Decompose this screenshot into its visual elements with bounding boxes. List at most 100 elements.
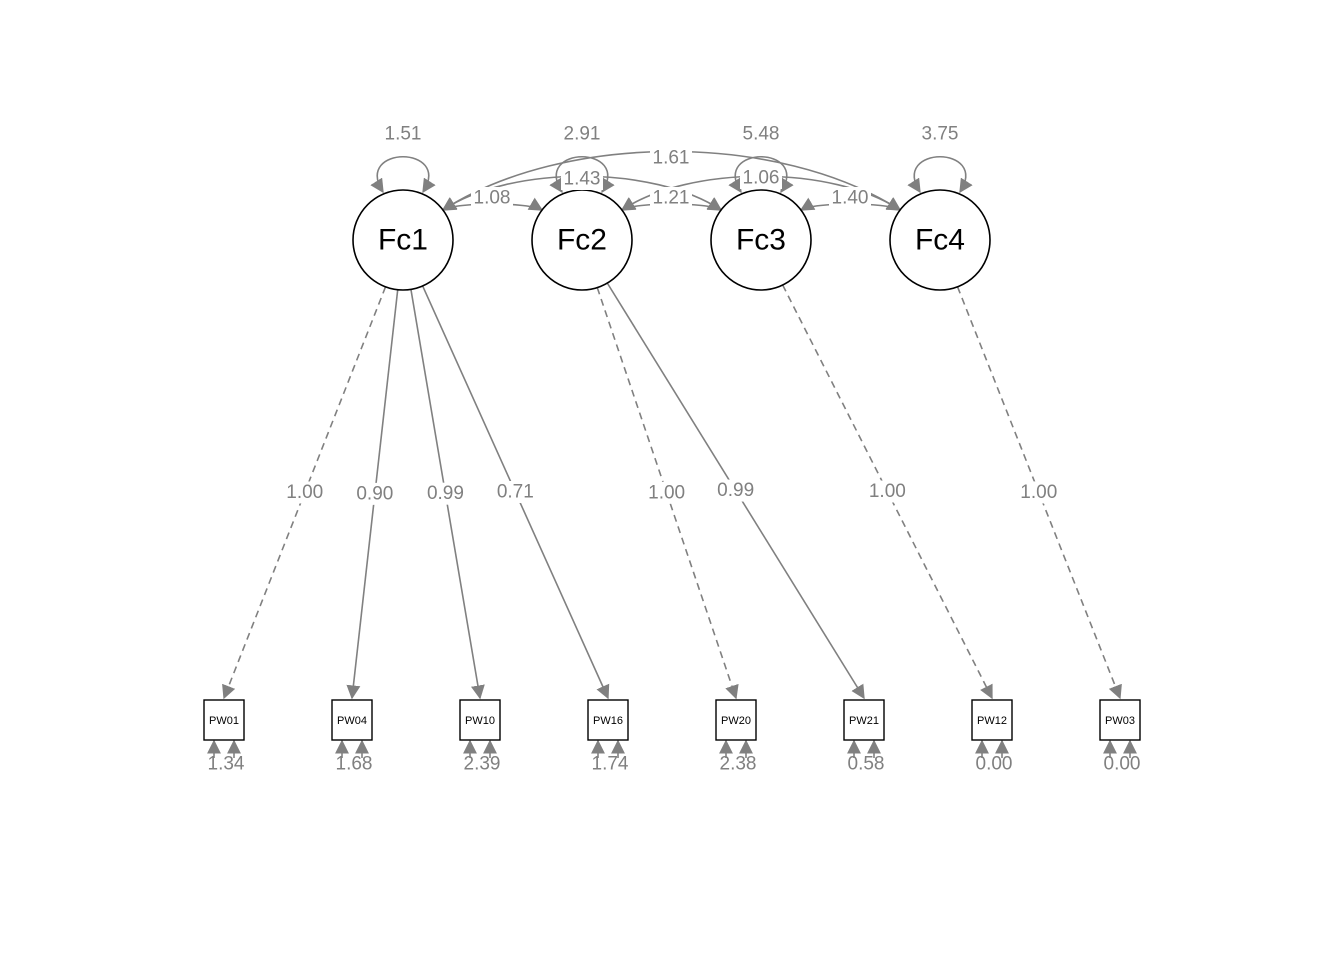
loading-label-pw20: 1.00 xyxy=(648,482,685,503)
residual-label-pw21-group: 0.58 xyxy=(848,754,885,775)
manifest-box xyxy=(1099,699,1141,741)
manifest-node-pw10: PW10 xyxy=(459,699,501,741)
loading-label-pw16-group: 0.71 xyxy=(494,480,537,503)
loading-label-pw03: 1.00 xyxy=(1020,482,1057,503)
manifest-box xyxy=(715,699,757,741)
covariance-label-fc2-fc4: 1.06 xyxy=(743,168,780,189)
loading-label-pw01-group: 1.00 xyxy=(283,481,326,504)
manifest-box xyxy=(459,699,501,741)
latent-label: Fc1 xyxy=(378,224,428,257)
manifest-node-pw04: PW04 xyxy=(331,699,373,741)
covariance-label-fc2-fc4-group: 1.06 xyxy=(740,167,782,189)
manifest-label: PW16 xyxy=(593,715,623,727)
loading-label-pw12-background xyxy=(866,480,909,503)
labels-layer: 1.51 2.91 5.48 3.75 1.08 1.43 1.61 1.21 1.06 1.40… xyxy=(208,124,1141,775)
loading-label-pw12-group: 1.00 xyxy=(866,480,909,503)
loading-label-pw16: 0.71 xyxy=(497,481,534,502)
covariance-label-fc3-fc4-group: 1.40 xyxy=(829,187,871,209)
manifest-label: PW10 xyxy=(465,715,495,727)
variance-loop-fc1 xyxy=(370,156,436,194)
variance-label-fc4-group: 3.75 xyxy=(922,124,959,145)
manifest-label: PW20 xyxy=(721,715,751,727)
loading-label-pw21: 0.99 xyxy=(717,480,754,501)
covariance-label-fc2-fc3-group: 1.21 xyxy=(650,187,692,209)
covariance-label-fc2-fc3-background xyxy=(650,187,692,209)
residual-label-pw04: 1.68 xyxy=(336,754,373,775)
loading-label-pw04-background xyxy=(353,482,396,505)
variance-label-fc3: 5.48 xyxy=(743,124,780,145)
residual-label-pw01: 1.34 xyxy=(208,754,245,775)
variance-loop-fc4 xyxy=(907,156,973,194)
loading-label-pw10-background xyxy=(424,482,467,505)
residual-label-pw16-group: 1.74 xyxy=(592,754,629,775)
residual-label-pw10: 2.39 xyxy=(464,754,501,775)
loading-label-pw03-group: 1.00 xyxy=(1017,481,1060,504)
latent-node-fc1: Fc1 xyxy=(352,189,454,291)
covariance-label-fc3-fc4: 1.40 xyxy=(832,188,869,209)
residual-label-pw20: 2.38 xyxy=(720,754,757,775)
manifest-node-pw12: PW12 xyxy=(971,699,1013,741)
residual-label-pw16: 1.74 xyxy=(592,754,629,775)
loading-label-pw20-group: 1.00 xyxy=(645,481,688,504)
covariance-label-fc2-fc4-background xyxy=(740,167,782,189)
loading-label-pw04: 0.90 xyxy=(356,483,393,504)
manifest-node-pw16: PW16 xyxy=(587,699,629,741)
edges-layer xyxy=(207,150,1137,758)
variance-label-fc2-group: 2.91 xyxy=(564,124,601,145)
latent-label: Fc2 xyxy=(557,224,607,257)
manifest-label: PW04 xyxy=(337,715,367,727)
manifest-node-pw01: PW01 xyxy=(203,699,245,741)
covariance-label-fc1-fc2: 1.08 xyxy=(474,188,511,209)
covariance-label-fc1-fc4-group: 1.61 xyxy=(650,147,692,169)
latent-node-fc3: Fc3 xyxy=(710,189,812,291)
variance-label-fc4: 3.75 xyxy=(922,124,959,145)
variance-label-fc2: 2.91 xyxy=(564,124,601,145)
loading-label-pw01-background xyxy=(283,481,326,504)
loading-label-pw21-background xyxy=(714,479,757,502)
residual-label-pw10-group: 2.39 xyxy=(464,754,501,775)
covariance-label-fc1-fc3-group: 1.43 xyxy=(561,168,603,190)
covariance-label-fc1-fc3: 1.43 xyxy=(564,169,601,190)
covariance-label-fc1-fc3-background xyxy=(561,168,603,190)
latent-node-fc4: Fc4 xyxy=(889,189,991,291)
manifest-box xyxy=(843,699,885,741)
manifest-label: PW21 xyxy=(849,715,879,727)
manifest-label: PW12 xyxy=(977,715,1007,727)
latent-circle xyxy=(352,189,454,291)
covariance-label-fc1-fc4-background xyxy=(650,147,692,169)
manifest-node-pw20: PW20 xyxy=(715,699,757,741)
manifest-label: PW01 xyxy=(209,715,239,727)
manifest-box xyxy=(971,699,1013,741)
residual-label-pw04-group: 1.68 xyxy=(336,754,373,775)
latent-label: Fc3 xyxy=(736,224,786,257)
latent-circle xyxy=(889,189,991,291)
residual-label-pw21: 0.58 xyxy=(848,754,885,775)
latent-label: Fc4 xyxy=(915,224,965,257)
loading-label-pw04-group: 0.90 xyxy=(353,482,396,505)
loading-label-pw10: 0.99 xyxy=(427,483,464,504)
residual-label-pw03: 0.00 xyxy=(1104,754,1141,775)
covariance-label-fc1-fc2-group: 1.08 xyxy=(471,187,513,209)
residual-label-pw03-group: 0.00 xyxy=(1104,754,1141,775)
latent-node-fc2: Fc2 xyxy=(531,189,633,291)
loading-label-pw03-background xyxy=(1017,481,1060,504)
residual-label-pw12: 0.00 xyxy=(976,754,1013,775)
loading-label-pw12: 1.00 xyxy=(869,481,906,502)
covariance-label-fc1-fc2-background xyxy=(471,187,513,209)
residual-label-pw01-group: 1.34 xyxy=(208,754,245,775)
manifest-box xyxy=(587,699,629,741)
variance-label-fc1-group: 1.51 xyxy=(385,124,422,145)
loading-label-pw16-background xyxy=(494,480,537,503)
latent-circle xyxy=(710,189,812,291)
loading-label-pw01: 1.00 xyxy=(286,482,323,503)
manifest-node-pw03: PW03 xyxy=(1099,699,1141,741)
covariance-label-fc2-fc3: 1.21 xyxy=(653,188,690,209)
covariance-label-fc3-fc4-background xyxy=(829,187,871,209)
variance-label-fc3-group: 5.48 xyxy=(743,124,780,145)
manifest-node-pw21: PW21 xyxy=(843,699,885,741)
manifest-box xyxy=(331,699,373,741)
loading-label-pw20-background xyxy=(645,481,688,504)
manifest-label: PW03 xyxy=(1105,715,1135,727)
